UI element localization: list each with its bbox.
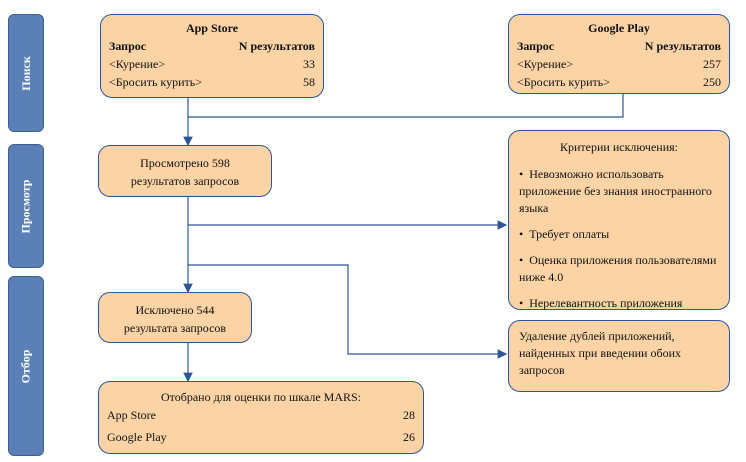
appstore-title: App Store <box>185 21 239 35</box>
googleplay-row: <Бросить курить> 250 <box>517 75 721 90</box>
appstore-row: <Бросить курить> 58 <box>109 75 315 90</box>
googleplay-row-count: 257 <box>703 57 721 71</box>
connector-to-criteria <box>187 197 508 230</box>
appstore-row: <Курение> 33 <box>109 57 315 72</box>
viewed-box: Просмотрено 598 результатов запросов <box>98 145 272 197</box>
googleplay-row: <Курение> 257 <box>517 57 721 72</box>
selected-row: App Store 28 <box>107 406 415 424</box>
stage-search: Поиск <box>8 14 44 132</box>
excluded-line1: Исключено 544 <box>135 303 215 317</box>
googleplay-row-count: 250 <box>703 75 721 89</box>
criteria-title: Критерии исключения: <box>560 140 678 154</box>
criteria-item: • Невозможно использовать приложение без… <box>519 167 712 215</box>
excluded-line2: результата запросов <box>123 321 227 335</box>
selected-row: Google Play 26 <box>107 428 415 446</box>
excluded-box: Исключено 544 результата запросов <box>98 292 252 343</box>
selected-box: Отобрано для оценки по шкале MARS: App S… <box>98 381 424 454</box>
selected-row-count: 26 <box>403 430 415 444</box>
googleplay-row-query: <Курение> <box>517 57 574 71</box>
selected-row-name: App Store <box>107 408 156 422</box>
stage-review: Просмотр <box>8 144 44 268</box>
criteria-item: • Оценка приложения пользователями ниже … <box>519 253 717 284</box>
criteria-box: Критерии исключения: • Невозможно исполь… <box>508 130 730 310</box>
selected-title: Отобрано для оценки по шкале MARS: <box>160 390 362 404</box>
viewed-line1: Просмотрено 598 <box>140 156 230 170</box>
appstore-row-query: <Бросить курить> <box>109 75 202 89</box>
criteria-item-text: Нерелевантность приложения <box>529 296 683 310</box>
selected-row-name: Google Play <box>107 430 167 444</box>
googleplay-title: Google Play <box>588 21 650 35</box>
googleplay-row-query: <Бросить курить> <box>517 75 610 89</box>
duplicates-box: Удаление дублей приложений, найденных пр… <box>508 320 730 392</box>
googleplay-box: Google Play Запрос N результатов <Курени… <box>508 14 730 94</box>
criteria-item: • Нерелевантность приложения <box>519 296 683 310</box>
selected-row-count: 28 <box>403 408 415 422</box>
appstore-row-count: 33 <box>303 57 315 71</box>
criteria-item-text: Требует оплаты <box>529 227 610 241</box>
connector-googleplay <box>188 94 624 118</box>
googleplay-col-count: N результатов <box>644 39 721 53</box>
connector-to-duplicates <box>188 264 508 359</box>
viewed-line2: результатов запросов <box>130 174 240 188</box>
stage-selection: Отбор <box>8 276 44 456</box>
appstore-row-count: 58 <box>303 75 315 89</box>
criteria-item: • Требует оплаты <box>519 227 610 241</box>
duplicates-text: Удаление дублей приложений, найденных пр… <box>519 329 682 377</box>
googleplay-col-query: Запрос <box>517 39 555 53</box>
appstore-col-query: Запрос <box>109 39 147 53</box>
criteria-item-text: Оценка приложения пользователями ниже 4.… <box>519 253 717 284</box>
appstore-row-query: <Курение> <box>109 57 166 71</box>
appstore-box: App Store Запрос N результатов <Курение>… <box>100 14 324 98</box>
appstore-col-count: N результатов <box>238 39 315 53</box>
criteria-item-text: Невозможно использовать приложение без з… <box>519 167 712 215</box>
